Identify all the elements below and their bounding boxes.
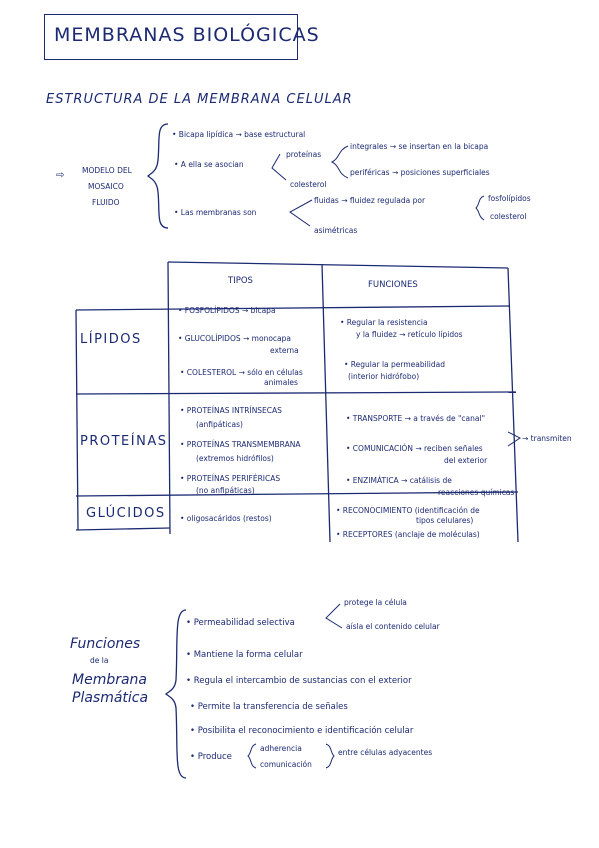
table-cell: • COMUNICACIÓN → reciben señales [346, 444, 483, 453]
table-cell: • ENZIMÁTICA → catálisis de [346, 476, 452, 485]
row-label-proteinas: PROTEÍNAS [80, 434, 168, 449]
table-cell: • PROTEÍNAS TRANSMEMBRANA [180, 440, 301, 449]
funcion-item: • Posibilita el reconocimiento e identif… [190, 726, 414, 736]
table-cell: • GLUCOLÍPIDOS → monocapa [178, 334, 291, 343]
table-cell: • TRANSPORTE → a través de "canal" [346, 414, 486, 423]
mosaic-asimetricas: asimétricas [314, 226, 358, 235]
section-subtitle: ESTRUCTURA DE LA MEMBRANA CELULAR [46, 92, 353, 107]
mosaic-label-3: FLUIDO [92, 198, 120, 207]
funciones-heading-4: Plasmática [72, 690, 149, 706]
table-cell: y la fluidez → retículo lípidos [356, 330, 463, 339]
mosaic-perifericas: periféricas → posiciones superficiales [350, 168, 490, 177]
table-header-tipos: TIPOS [228, 276, 253, 286]
table-cell: → transmiten [522, 434, 572, 443]
funcion-item: • Regula el intercambio de sustancias co… [186, 676, 412, 686]
mosaic-colesterol: colesterol [290, 180, 327, 189]
table-cell: • RECONOCIMIENTO (identificación de [336, 506, 480, 515]
funcion-item: • Produce [190, 752, 232, 762]
mosaic-proteinas: proteínas [286, 150, 322, 159]
table-cell: (interior hidrófobo) [348, 372, 420, 381]
funciones-heading-2: de la [90, 656, 109, 665]
mosaic-label-2: MOSAICO [88, 182, 124, 191]
mosaic-colesterol-2: colesterol [490, 212, 527, 221]
table-cell: (no anfipáticas) [196, 486, 255, 495]
table-cell: externa [270, 346, 299, 355]
table-cell: • FOSFOLÍPIDOS → bicapa [178, 306, 276, 315]
table-cell: • COLESTEROL → sólo en células [180, 368, 303, 377]
row-label-lipidos: LÍPIDOS [80, 332, 142, 347]
funciones-heading-3: Membrana [72, 672, 148, 688]
mosaic-item-asocian: • A ella se asocian [174, 160, 244, 169]
mosaic-integrales: integrales → se insertan en la bicapa [350, 142, 489, 151]
table-cell: • Regular la permeabilidad [344, 360, 445, 369]
table-cell: • PROTEÍNAS INTRÍNSECAS [180, 406, 282, 415]
row-label-glucidos: GLÚCIDOS [86, 506, 166, 521]
funcion-item: • Permite la transferencia de señales [190, 702, 348, 712]
title-box [44, 14, 298, 60]
table-cell: • PROTEÍNAS PERIFÉRICAS [180, 474, 281, 483]
funcion-aisla: aísla el contenido celular [346, 622, 440, 631]
table-cell: tipos celulares) [416, 516, 474, 525]
mosaic-fosfolipidos: fosfolípidos [488, 194, 531, 203]
funcion-protege: protege la célula [344, 598, 407, 607]
table-cell: (anfipáticas) [196, 420, 243, 429]
table-cell: • oligosacáridos (restos) [180, 514, 272, 523]
table-header-funciones: FUNCIONES [368, 280, 418, 290]
funcion-adherencia: adherencia [260, 744, 302, 753]
table-cell: del exterior [444, 456, 488, 465]
table-cell: animales [264, 378, 298, 387]
funciones-heading-1: Funciones [70, 636, 141, 652]
table-cell: • Regular la resistencia [340, 318, 428, 327]
page-title: MEMBRANAS BIOLÓGICAS [54, 24, 320, 46]
table-cell: reacciones químicas [438, 488, 515, 497]
table-cell: • RECEPTORES (anclaje de moléculas) [336, 530, 480, 539]
funcion-item: • Mantiene la forma celular [186, 650, 303, 660]
arrow-icon: ⇨ [56, 170, 65, 181]
funcion-comunicacion: comunicación [260, 760, 312, 769]
mosaic-label-1: MODELO DEL [82, 166, 132, 175]
mosaic-item-bicapa: • Bicapa lipídica → base estructural [172, 130, 306, 139]
table-cell: (extremos hidrófilos) [196, 454, 274, 463]
mosaic-item-membranas: • Las membranas son [174, 208, 257, 217]
funcion-entre: entre células adyacentes [338, 748, 433, 757]
funcion-item: • Permeabilidad selectiva [186, 618, 295, 628]
mosaic-fluidas: fluidas → fluidez regulada por [314, 196, 426, 205]
